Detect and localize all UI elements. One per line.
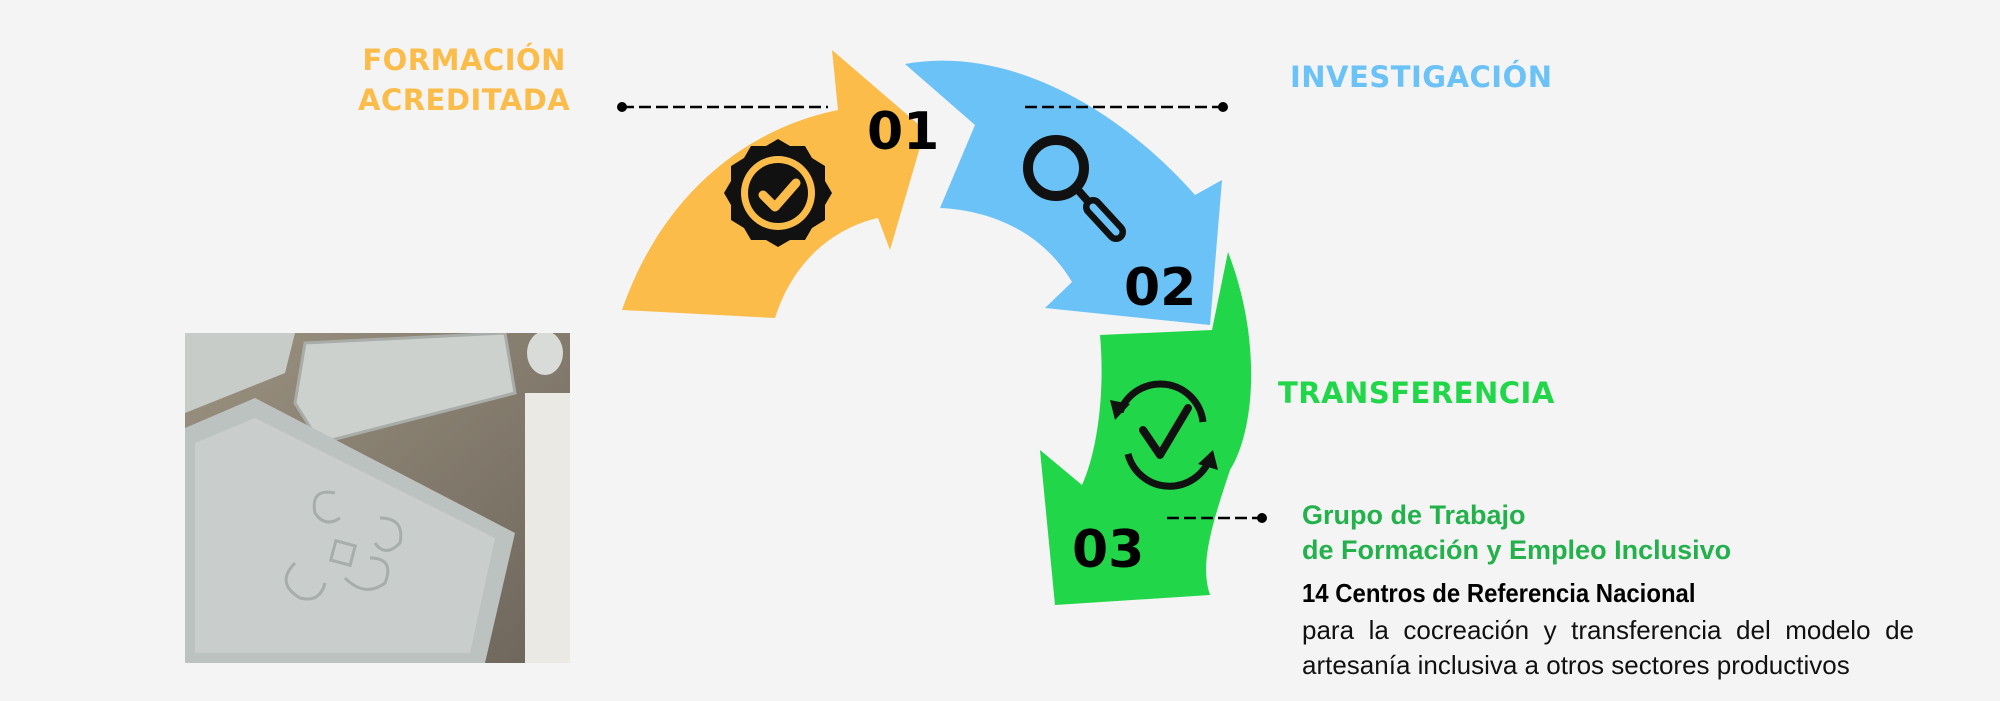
step-1-label: FORMACIÓN ACREDITADA — [358, 40, 570, 120]
group-title-line2: de Formación y Empleo Inclusivo — [1302, 535, 1732, 565]
badge-check-icon — [724, 139, 832, 247]
connector-step-2 — [1025, 102, 1228, 112]
connector-step-3 — [1167, 513, 1267, 523]
step-3-number: 03 — [1072, 520, 1145, 580]
step-1-label-line2: ACREDITADA — [358, 83, 571, 117]
description: para la cocreación y transferencia del m… — [1302, 615, 1914, 680]
magnifier-icon — [1023, 135, 1126, 242]
step-1-number: 01 — [867, 102, 940, 162]
centers-count: 14 Centros de Referencia Nacional — [1302, 578, 1696, 608]
step-3-label: TRANSFERENCIA — [1278, 376, 1555, 410]
group-title-line1: Grupo de Trabajo — [1302, 500, 1526, 530]
ceramic-trays-photo — [185, 333, 570, 663]
step-1-label-line1: FORMACIÓN — [362, 43, 566, 77]
step-2-number: 02 — [1124, 258, 1197, 318]
group-title: Grupo de Trabajo de Formación y Empleo I… — [1302, 498, 1914, 568]
sync-check-icon — [1110, 380, 1218, 490]
connector-step-1 — [617, 102, 828, 112]
step-2-label: INVESTIGACIÓN — [1290, 60, 1553, 94]
info-block: Grupo de Trabajo de Formación y Empleo I… — [1302, 498, 1914, 683]
